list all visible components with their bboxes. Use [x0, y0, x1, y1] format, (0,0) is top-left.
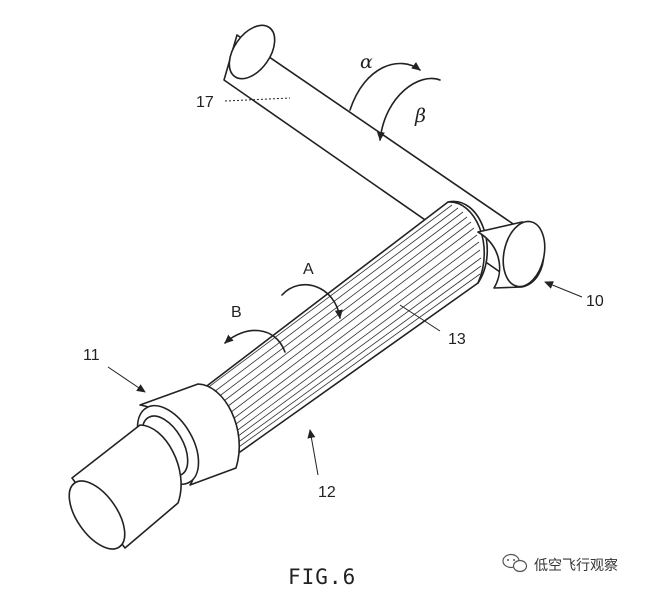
rotation-arrow-alpha	[349, 62, 421, 111]
label-12: 12	[318, 484, 336, 501]
label-10: 10	[586, 293, 604, 310]
label-11: 11	[83, 347, 100, 364]
label-B: B	[231, 304, 242, 321]
rotation-arrow-beta	[376, 77, 441, 141]
shaft	[68, 424, 182, 550]
watermark-text: 低空飞行观察	[534, 557, 618, 574]
cylinder-ribs	[201, 204, 482, 450]
leader-17	[224, 97, 291, 102]
label-beta: β	[414, 105, 426, 127]
end-cap	[477, 220, 546, 289]
leader-10	[544, 281, 583, 298]
label-alpha: α	[360, 51, 373, 73]
leader-12	[307, 429, 319, 476]
label-17: 17	[196, 94, 214, 111]
label-13: 13	[448, 331, 466, 348]
ribbed-cylinder	[194, 200, 488, 453]
rotation-arrow-A	[281, 284, 343, 319]
leader-11	[107, 366, 146, 393]
wechat-icon	[502, 553, 528, 573]
watermark: 低空飞行观察	[502, 553, 618, 574]
leader-13	[399, 304, 441, 332]
label-A: A	[303, 261, 314, 278]
figure-caption: FIG.6	[288, 565, 356, 589]
rotation-arrow-B	[224, 329, 286, 353]
